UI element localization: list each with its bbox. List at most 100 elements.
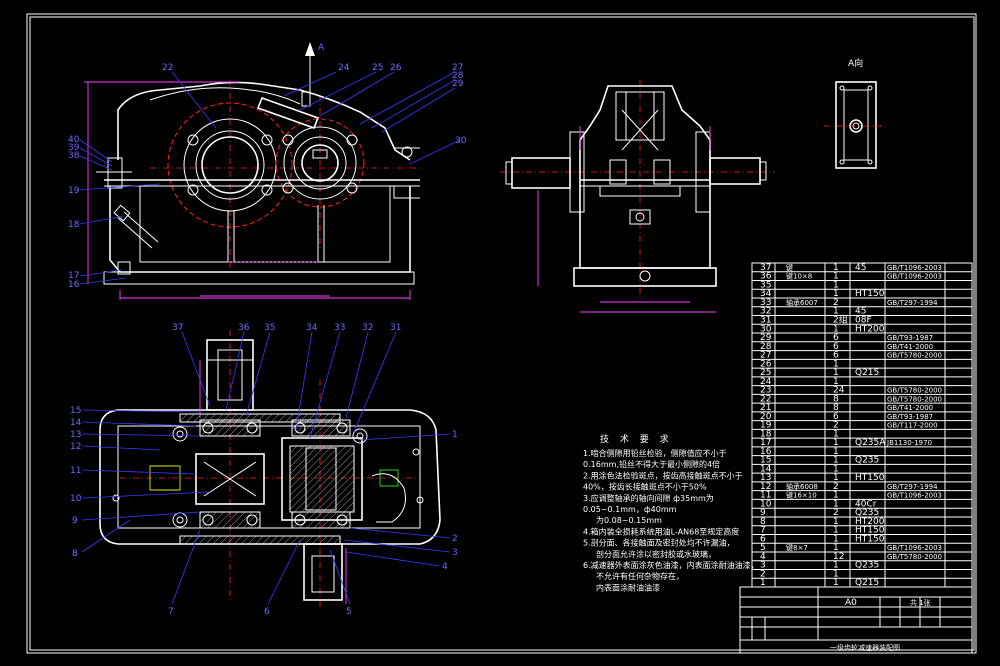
part-quantity: 8	[833, 394, 839, 404]
part-number: 26	[760, 359, 772, 369]
part-material: Q215	[855, 368, 879, 378]
part-quantity: 1	[833, 263, 839, 273]
part-number: 9	[760, 508, 766, 518]
callout-31: 31	[390, 323, 401, 333]
tech-notes-heading: 技 术 要 求	[600, 433, 673, 445]
callout-22: 22	[162, 63, 173, 73]
callout-4: 4	[442, 562, 448, 572]
part-name: 轴承6007	[786, 298, 818, 307]
part-material: 40Cr	[855, 499, 877, 509]
part-standard: GB/T117-2000	[887, 422, 938, 430]
side-view	[500, 80, 775, 313]
part-number: 11	[760, 491, 771, 501]
part-standard: GB/T93-1987	[887, 334, 933, 342]
part-number: 4	[760, 552, 766, 562]
part-standard: GB/T5780-2000	[887, 352, 942, 360]
plan-view	[99, 330, 441, 610]
callout-35: 35	[264, 323, 275, 333]
part-number: 32	[760, 307, 771, 317]
part-quantity: 1	[833, 280, 839, 290]
callout-29: 29	[452, 79, 464, 89]
callout-12: 12	[70, 442, 81, 452]
part-number: 2	[760, 569, 766, 579]
callout-40: 40	[68, 135, 80, 145]
callout-3: 3	[452, 548, 458, 558]
part-number: 17	[760, 438, 771, 448]
part-quantity: 2	[833, 421, 839, 431]
view-a-detail: A向	[824, 57, 888, 169]
part-quantity: 8	[833, 403, 839, 413]
part-quantity: 1	[833, 272, 839, 282]
part-material: HT150	[855, 473, 885, 483]
part-number: 15	[760, 456, 771, 466]
part-quantity: 6	[833, 333, 839, 343]
part-name: 键10×8	[786, 272, 812, 281]
plan-view-callouts: 37 36 35 34 33 32 31 15 14 13 12 11 10 9…	[70, 323, 458, 617]
tech-note-line: 3.应调整轴承的轴向间隙 ф35mm为	[583, 493, 714, 503]
drawing-title: 一级齿轮减速器装配图	[830, 643, 900, 652]
callout-37: 37	[172, 323, 183, 333]
part-quantity: 1	[833, 517, 839, 527]
part-quantity: 24	[833, 386, 845, 396]
part-quantity: 2	[833, 482, 839, 492]
callout-1: 1	[452, 430, 458, 440]
callout-18: 18	[68, 220, 80, 230]
part-number: 30	[760, 324, 772, 334]
part-number: 22	[760, 394, 771, 404]
callout-25: 25	[372, 63, 383, 73]
part-material: Q235	[855, 561, 879, 571]
part-quantity: 6	[833, 342, 839, 352]
part-quantity: 6	[833, 412, 839, 422]
tech-note-line: 40%，按齿长接触斑点不小于50%	[583, 482, 707, 492]
part-number: 20	[760, 412, 772, 422]
part-quantity: 1	[833, 578, 839, 588]
part-standard: GB/T1096-2003	[887, 264, 942, 272]
part-material: HT200	[855, 517, 885, 527]
part-standard: GB/T41-2000	[887, 404, 933, 412]
tech-note-line: 4.箱内装全损耗系统用油L-AN68至规定高度	[583, 526, 739, 536]
front-view-callouts: 22 24 25 26 27 28 29 40 39 38 19 18 17 1…	[68, 63, 467, 290]
part-number: 16	[760, 447, 772, 457]
callout-17: 17	[68, 271, 79, 281]
part-name: 键16×10	[786, 491, 817, 500]
part-number: 21	[760, 403, 771, 413]
part-quantity: 1	[833, 447, 839, 457]
part-material: Q235	[855, 508, 879, 518]
part-material: 45	[855, 307, 866, 317]
part-quantity: 1	[833, 464, 839, 474]
part-material: HT150	[855, 526, 885, 536]
part-quantity: 1	[833, 377, 839, 387]
part-material: 45	[855, 263, 866, 273]
part-material: HT200	[855, 324, 885, 334]
part-number: 10	[760, 499, 772, 509]
callout-6: 6	[264, 607, 270, 617]
tech-note-line: 2.用涂色法检验斑点，按齿高接触斑点不小于	[583, 470, 743, 480]
tech-note-line: 剖分面允许涂以密封胶或水玻璃，	[596, 549, 716, 559]
part-quantity: 1	[833, 368, 839, 378]
part-number: 29	[760, 333, 772, 343]
part-name: 键8×7	[786, 543, 808, 552]
part-quantity: 1	[833, 307, 839, 317]
part-quantity: 1	[833, 324, 839, 334]
part-quantity: 1	[833, 359, 839, 369]
callout-2: 2	[452, 534, 458, 544]
part-number: 18	[760, 429, 772, 439]
part-number: 14	[760, 464, 772, 474]
part-standard: GB/T93-1987	[887, 413, 933, 421]
callout-16: 16	[68, 280, 80, 290]
part-quantity: 1	[833, 561, 839, 571]
front-view: A	[84, 42, 420, 300]
part-material: Q215	[855, 578, 879, 588]
part-material: HT150	[855, 534, 885, 544]
callout-33: 33	[334, 323, 345, 333]
callout-39: 39	[68, 143, 80, 153]
title-block: A0 共 1张 一级齿轮减速器装配图	[739, 586, 973, 654]
part-quantity: 2	[833, 508, 839, 518]
callout-14: 14	[70, 418, 82, 428]
part-standard: JB1130-1970	[886, 439, 932, 447]
callout-30: 30	[455, 136, 467, 146]
part-number: 13	[760, 473, 771, 483]
callout-19: 19	[68, 186, 80, 196]
callout-10: 10	[70, 494, 82, 504]
tech-note-line: 0.05~0.1mm，ф40mm	[583, 505, 677, 514]
